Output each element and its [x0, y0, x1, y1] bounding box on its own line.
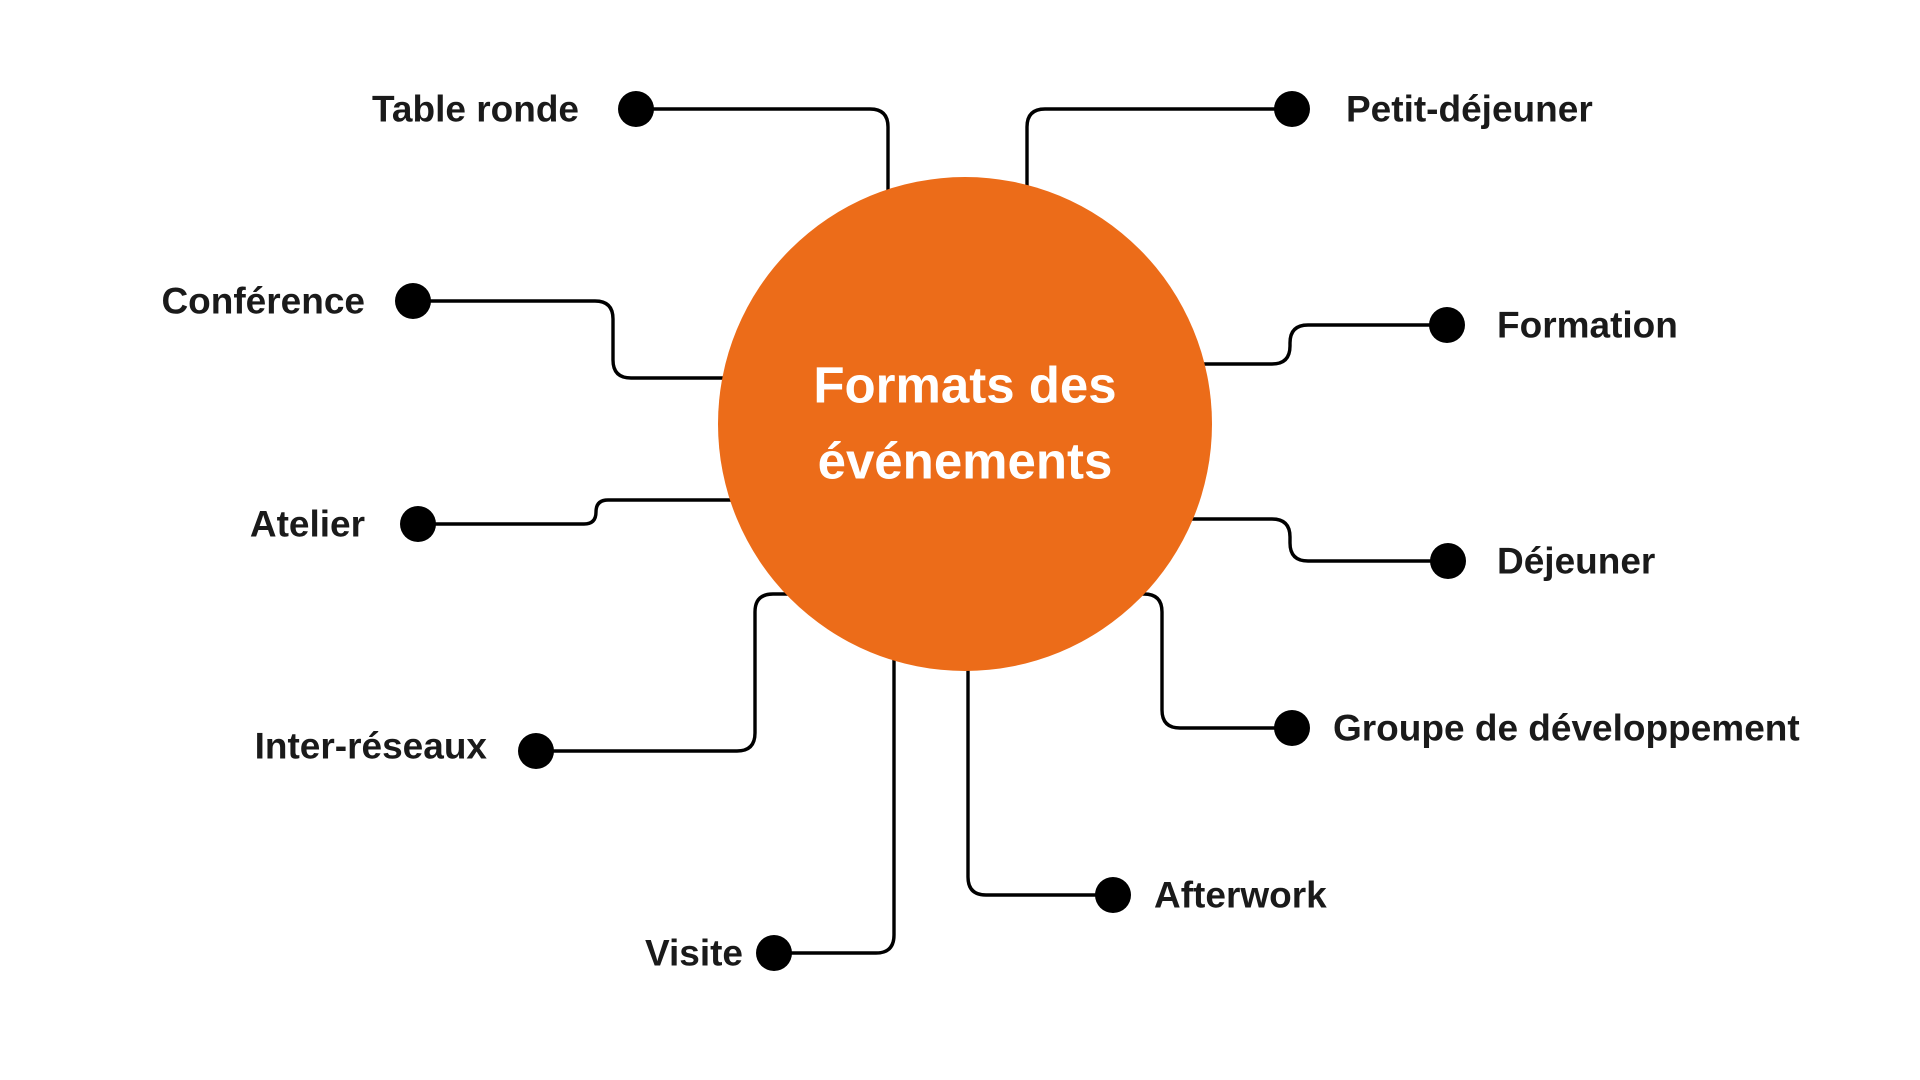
dot-formation — [1429, 307, 1465, 343]
connectors — [411, 107, 1450, 955]
center-node: Formats des événements — [718, 177, 1212, 671]
label-formation: Formation — [1497, 305, 1678, 346]
dot-conference — [395, 283, 431, 319]
connector-inter-reseaux — [534, 592, 802, 753]
dot-atelier — [400, 506, 436, 542]
dot-visite — [756, 935, 792, 971]
center-title-line-2: événements — [818, 433, 1113, 490]
connector-visite — [772, 638, 896, 955]
label-inter-reseaux: Inter-réseaux — [255, 726, 488, 767]
connector-groupe-developpement — [1118, 592, 1294, 730]
connector-table-ronde — [634, 107, 890, 202]
endpoint-dots — [395, 91, 1466, 971]
dot-dejeuner — [1430, 543, 1466, 579]
label-visite: Visite — [645, 933, 743, 974]
label-conference: Conférence — [161, 281, 365, 322]
label-table-ronde: Table ronde — [372, 89, 579, 130]
label-groupe-developpement: Groupe de développement — [1333, 708, 1800, 749]
center-title-line-1: Formats des — [813, 357, 1116, 414]
dot-inter-reseaux — [518, 733, 554, 769]
connector-formation — [1193, 323, 1449, 366]
connector-conference — [411, 299, 742, 380]
dot-groupe-developpement — [1274, 710, 1310, 746]
label-dejeuner: Déjeuner — [1497, 541, 1655, 582]
dot-afterwork — [1095, 877, 1131, 913]
branch-labels: Table ronde Conférence Atelier Inter-rés… — [161, 89, 1799, 974]
dot-table-ronde — [618, 91, 654, 127]
connector-afterwork — [966, 638, 1115, 897]
label-afterwork: Afterwork — [1154, 875, 1327, 916]
connector-dejeuner — [1178, 517, 1450, 563]
connector-petit-dejeuner — [1025, 107, 1294, 202]
connector-atelier — [416, 498, 742, 526]
dot-petit-dejeuner — [1274, 91, 1310, 127]
center-circle — [718, 177, 1212, 671]
label-petit-dejeuner: Petit-déjeuner — [1346, 89, 1593, 130]
label-atelier: Atelier — [250, 504, 365, 545]
